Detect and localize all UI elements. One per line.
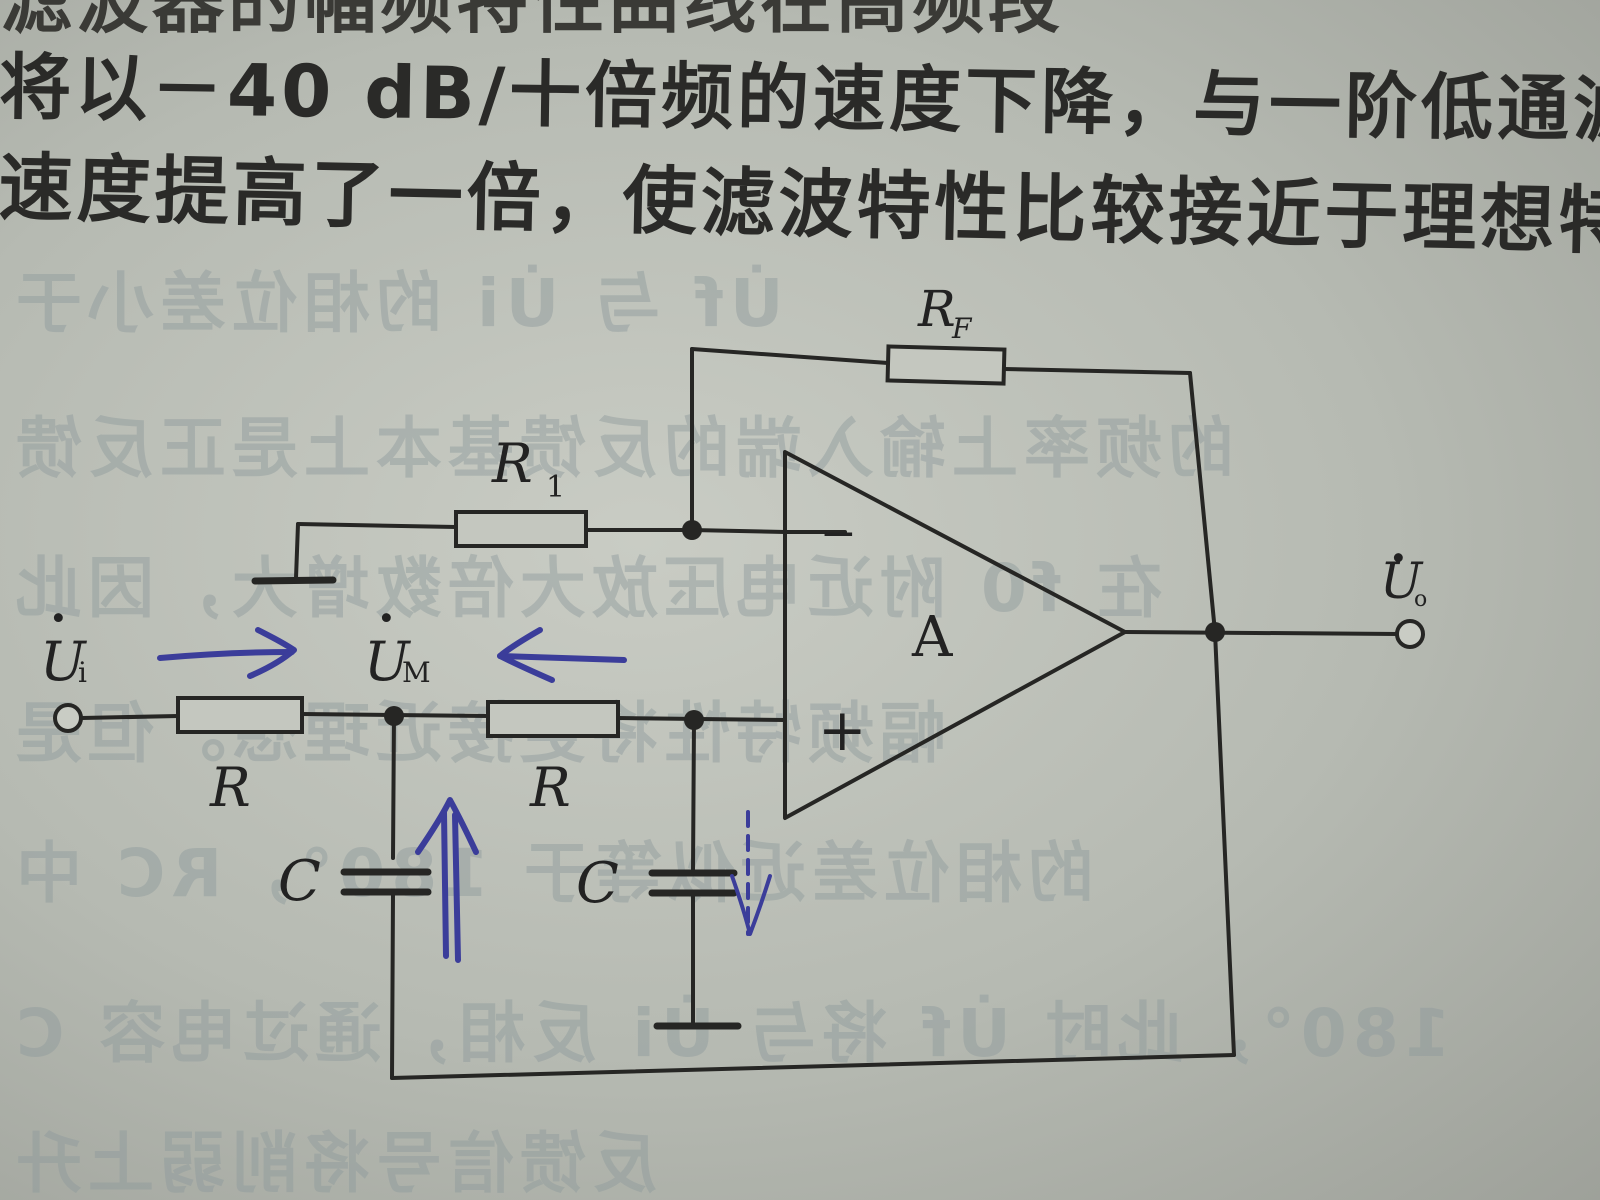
label-ui-sub: i (78, 656, 87, 689)
arrow-up-shaft-2 (452, 812, 461, 963)
capacitor-c-left (340, 868, 432, 896)
label-ui-dot: · (50, 590, 67, 646)
label-um-dot: · (378, 590, 395, 646)
label-rf-sub: F (951, 312, 973, 345)
label-r-right: R (529, 756, 571, 819)
arrow-left-head (497, 627, 555, 683)
label-r1-sub: 1 (546, 470, 565, 505)
capacitor-c-right (648, 869, 738, 897)
resistor-rf (885, 344, 1007, 386)
resistor-r-right (486, 700, 620, 738)
component-labels: R F R 1 R R C C A − + · U i · U M · U o (40, 280, 1427, 916)
arrow-left-annotation (497, 653, 627, 663)
label-c-right: C (576, 851, 619, 916)
label-um: U (364, 630, 411, 693)
label-opamp: A (911, 605, 953, 670)
label-r-left: R (209, 756, 251, 819)
label-ui: U (40, 630, 87, 693)
arrow-down-head (730, 874, 772, 936)
label-r1: R (491, 432, 533, 495)
nodes (384, 520, 1225, 730)
resistor-r1 (454, 510, 588, 548)
arrow-up-head (415, 797, 479, 855)
wires (80, 347, 1400, 1080)
terminals (53, 619, 1425, 733)
label-uo: U (1380, 552, 1424, 610)
body-text-line-1: 滤波器的幅频特性曲线在高频段 (0, 0, 1065, 43)
label-minus: − (820, 508, 857, 559)
arrow-right-head (247, 627, 297, 679)
label-rf: R (917, 280, 956, 338)
label-um-sub: M (402, 656, 431, 689)
arrow-right-annotation (157, 649, 295, 661)
resistor-r-left (176, 696, 304, 734)
handwritten-annotations (157, 627, 772, 963)
label-uo-dot: · (1390, 530, 1407, 586)
label-plus: + (818, 696, 867, 764)
label-uo-sub: o (1414, 587, 1427, 612)
arrow-up-shaft-1 (441, 809, 449, 959)
label-c-left: C (278, 849, 321, 914)
op-amp (783, 450, 1127, 820)
